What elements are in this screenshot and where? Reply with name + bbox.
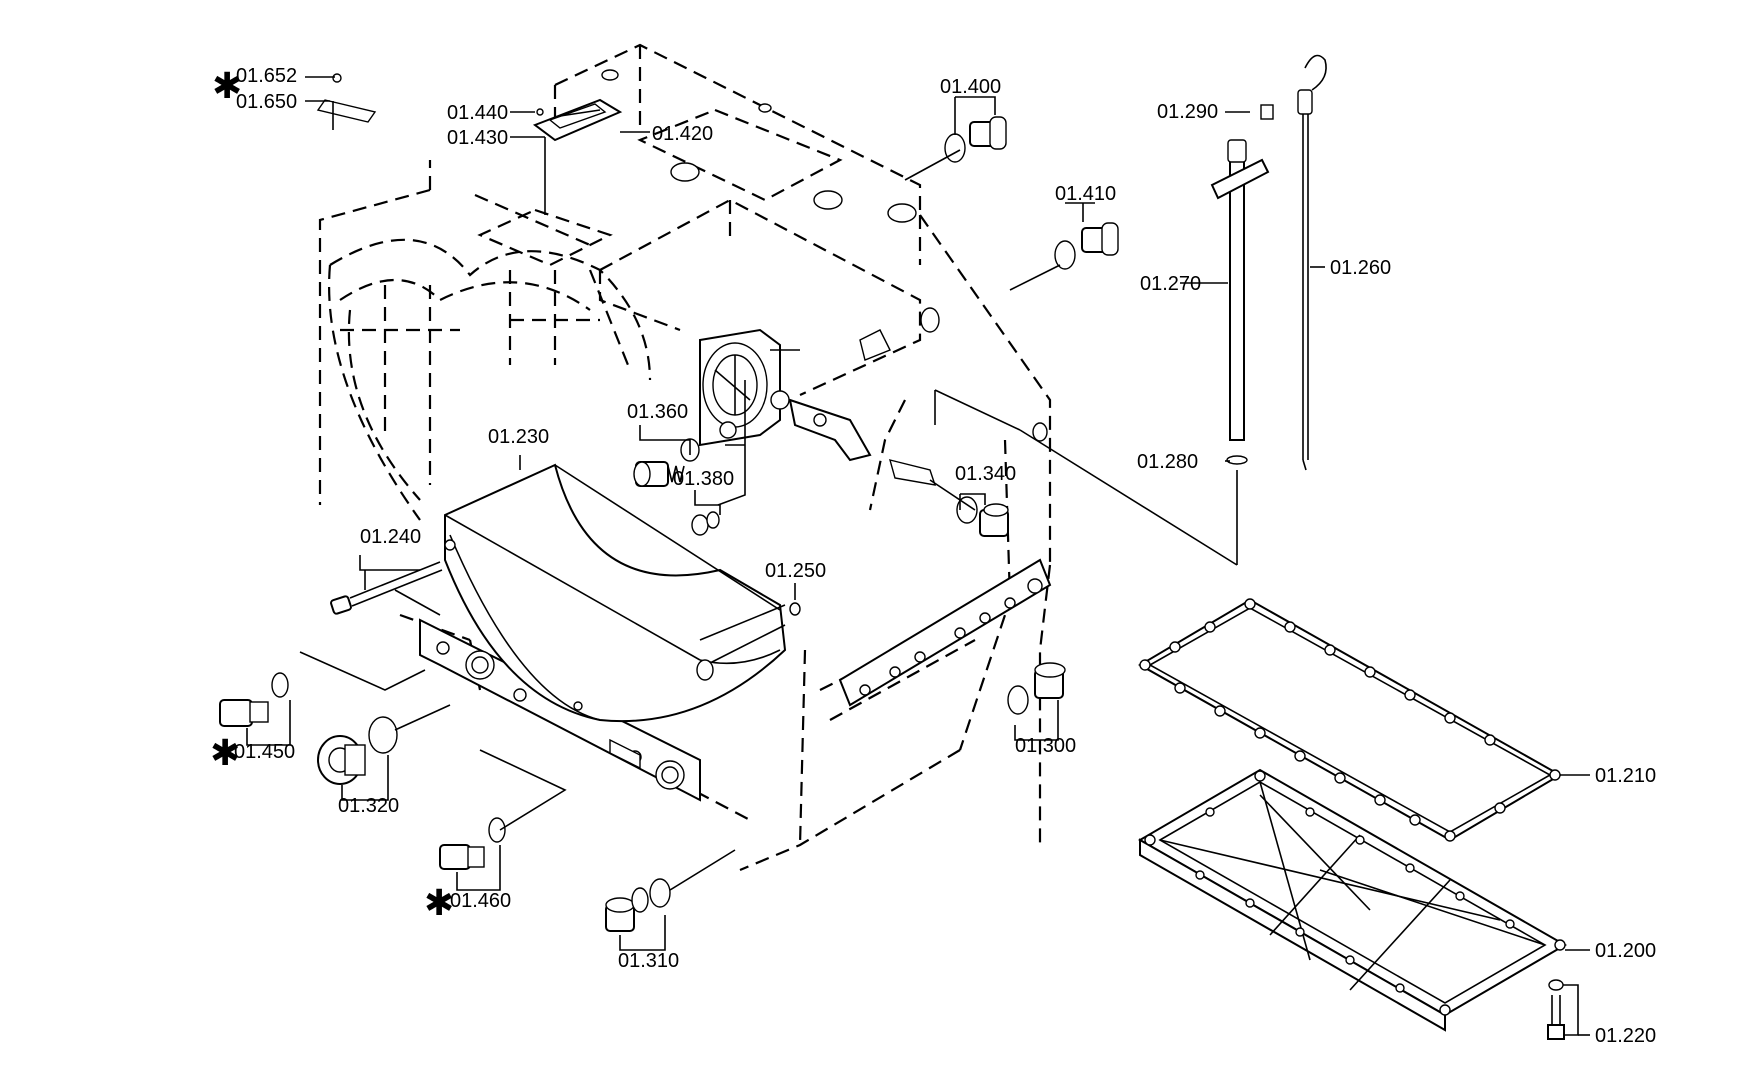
label-01-260: 01.260 bbox=[1330, 257, 1391, 279]
label-01-320: 01.320 bbox=[338, 795, 399, 817]
label-01-310: 01.310 bbox=[618, 950, 679, 972]
plugs bbox=[219, 116, 1565, 1040]
label-01-430: 01.430 bbox=[447, 127, 508, 149]
label-01-240: 01.240 bbox=[360, 526, 421, 548]
asterisk-01-450: ✱ bbox=[210, 733, 240, 774]
nameplate-parts bbox=[316, 73, 623, 142]
label-01-270: 01.270 bbox=[1140, 273, 1201, 295]
label-01-200: 01.200 bbox=[1595, 940, 1656, 962]
label-01-652: 01.652 bbox=[236, 65, 297, 87]
label-01-420: 01.420 bbox=[652, 123, 713, 145]
label-01-340: 01.340 bbox=[955, 463, 1016, 485]
asterisk-01-460: ✱ bbox=[424, 883, 454, 924]
part-01-200-oil-pan bbox=[1138, 768, 1567, 1032]
label-01-250: 01.250 bbox=[765, 560, 826, 582]
label-01-440: 01.440 bbox=[447, 102, 508, 124]
housing-details bbox=[601, 69, 1048, 486]
leader-lines bbox=[246, 76, 1590, 1036]
asterisk-01-652: ✱ bbox=[212, 66, 242, 107]
part-01-230-baffle bbox=[444, 463, 787, 723]
label-01-360: 01.360 bbox=[627, 401, 688, 423]
label-01-280: 01.280 bbox=[1137, 451, 1198, 473]
lower-flange-plate bbox=[419, 618, 701, 802]
label-01-450: 01.450 bbox=[234, 741, 295, 763]
label-01-230: 01.230 bbox=[488, 426, 549, 448]
part-number-labels: 01.652 01.650 01.440 01.430 01.420 01.40… bbox=[210, 65, 1656, 1047]
part-01-650-plate bbox=[316, 99, 377, 123]
label-01-400: 01.400 bbox=[940, 76, 1001, 98]
label-01-380: 01.380 bbox=[673, 468, 734, 490]
label-01-410: 01.410 bbox=[1055, 183, 1116, 205]
dipstick-parts bbox=[1210, 54, 1327, 471]
label-01-650: 01.650 bbox=[236, 91, 297, 113]
label-01-460: 01.460 bbox=[450, 890, 511, 912]
label-01-290: 01.290 bbox=[1157, 101, 1218, 123]
label-01-210: 01.210 bbox=[1595, 765, 1656, 787]
side-rail bbox=[838, 558, 1052, 707]
label-01-220: 01.220 bbox=[1595, 1025, 1656, 1047]
label-01-300: 01.300 bbox=[1015, 735, 1076, 757]
